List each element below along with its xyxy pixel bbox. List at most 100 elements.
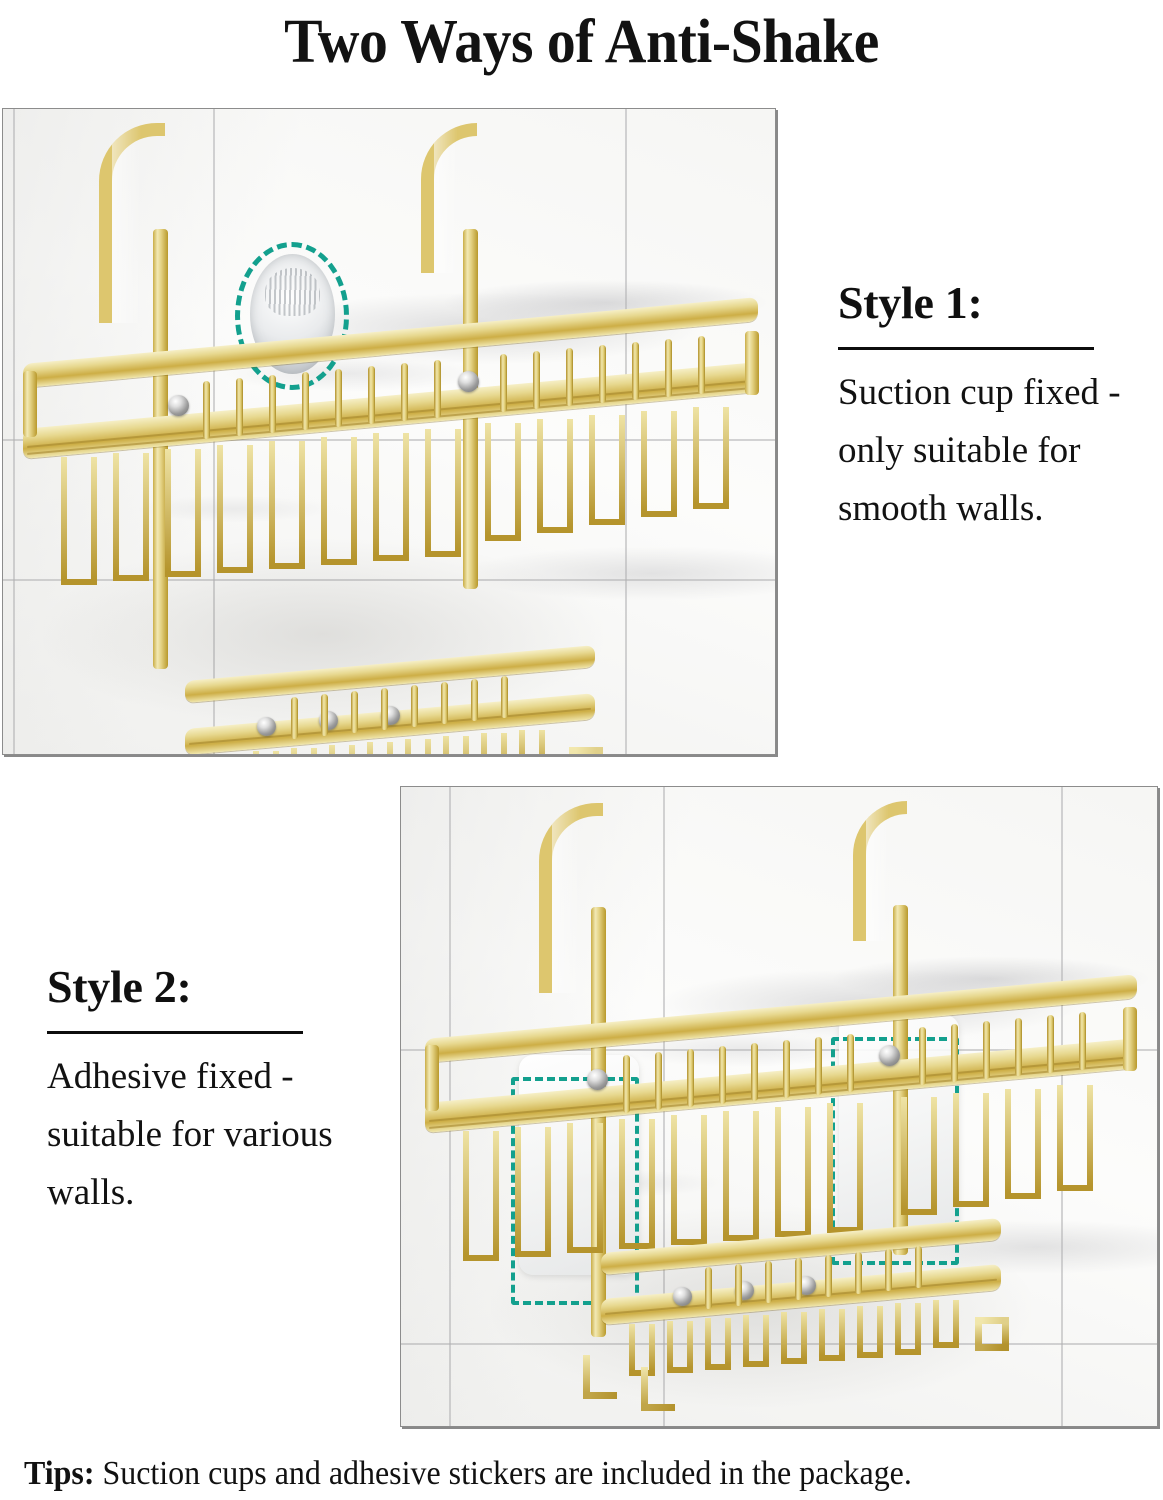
lower-basket-wire-u (481, 733, 507, 754)
lower-basket-slat (825, 1255, 832, 1297)
lower-basket-wire-u (895, 1303, 921, 1355)
basket-wire-u (373, 433, 409, 561)
lower-basket-wire-u (781, 1312, 807, 1364)
style2-description: Adhesive fixed - suitable for various wa… (47, 1056, 333, 1213)
basket-slat (401, 363, 408, 421)
lower-basket-slat (885, 1249, 892, 1291)
tips-footer: Tips: Suction cups and adhesive stickers… (24, 1452, 1077, 1496)
basket-wire-u (619, 1119, 655, 1249)
lower-basket-wire-u (405, 739, 431, 754)
basket-wire-u (671, 1115, 707, 1245)
basket-slat (302, 372, 309, 430)
basket-slat (632, 342, 639, 400)
lower-basket-wire-u (743, 1315, 769, 1367)
basket-wire-u (61, 457, 97, 585)
basket-slat (335, 369, 342, 427)
basket-slat (687, 1049, 694, 1107)
basket-wire-u (827, 1103, 863, 1233)
lower-basket-slat (501, 676, 508, 718)
lower-basket-slat (351, 691, 358, 733)
style1-description: Suction cup fixed - only suitable for sm… (838, 372, 1121, 529)
lower-basket-slat (915, 1246, 922, 1288)
lower-basket-wire-u (819, 1309, 845, 1361)
lower-basket-slat (441, 682, 448, 724)
basket-slat (434, 360, 441, 418)
lower-basket-slat (291, 697, 298, 739)
lower-basket-wire-u (519, 730, 545, 754)
basket-wire-u (321, 437, 357, 565)
basket-slat (1047, 1015, 1054, 1073)
style2-divider (47, 1031, 303, 1034)
basket-left-side (23, 371, 37, 437)
lower-basket-slat (321, 694, 328, 736)
tile-grout-line (625, 109, 627, 754)
basket-slat (236, 378, 243, 436)
basket-wire-u (165, 449, 201, 577)
basket-slat (1015, 1018, 1022, 1076)
mounting-screw (168, 395, 189, 416)
basket-slat (368, 366, 375, 424)
basket-slat (203, 381, 210, 439)
lower-basket-slat (735, 1264, 742, 1306)
hanging-hook (641, 1367, 675, 1411)
basket-right-side (1123, 1007, 1137, 1071)
mounting-screw (673, 1287, 692, 1306)
lower-basket-wire-u (291, 748, 317, 754)
basket-wire-u (269, 441, 305, 569)
basket-slat (655, 1052, 662, 1110)
basket-slat (951, 1024, 958, 1082)
basket-wire-u (901, 1097, 937, 1215)
basket-slat (623, 1055, 630, 1113)
basket-right-side (745, 331, 759, 395)
tile-grout-line (13, 109, 15, 754)
mounting-screw (879, 1045, 900, 1066)
basket-slat (847, 1034, 854, 1092)
basket-wire-u (1005, 1089, 1041, 1199)
style2-product-image (400, 786, 1158, 1427)
basket-slat (665, 339, 672, 397)
basket-wire-u (463, 1131, 499, 1261)
page-title: Two Ways of Anti-Shake (284, 8, 879, 76)
basket-wire-u (775, 1107, 811, 1237)
mounting-screw (587, 1069, 608, 1090)
lower-basket-wire-u (329, 745, 355, 754)
basket-slat (698, 336, 705, 394)
tile-grout-line (401, 1343, 1157, 1345)
lower-basket-slat (855, 1252, 862, 1294)
mounting-screw (257, 717, 276, 736)
lower-basket-wire-u (367, 742, 393, 754)
tile-grout-line (401, 1049, 1157, 1051)
basket-slat (500, 354, 507, 412)
lower-basket-wire-u (933, 1300, 959, 1348)
lower-basket-wire-u (705, 1318, 731, 1370)
basket-wire-u (485, 423, 521, 541)
basket-slat (783, 1040, 790, 1098)
suction-cup-highlight-circle (235, 242, 349, 390)
tips-label: Tips: (24, 1455, 95, 1492)
basket-slat (719, 1046, 726, 1104)
lower-basket-slat (471, 679, 478, 721)
basket-wire-u (113, 453, 149, 581)
style2-heading: Style 2: (47, 961, 192, 1012)
style2-text-block: Style 2: Adhesive fixed - suitable for v… (47, 962, 347, 1222)
basket-wire-u (425, 429, 461, 557)
lower-basket-wire-u (253, 751, 279, 754)
basket-slat (919, 1027, 926, 1085)
lower-basket-slat (795, 1258, 802, 1300)
tips-text: Suction cups and adhesive stickers are i… (94, 1455, 912, 1492)
lower-basket-slat (381, 688, 388, 730)
basket-slat (983, 1021, 990, 1079)
tile-grout-line (3, 579, 775, 581)
basket-slat (566, 348, 573, 406)
hanging-hook (583, 1355, 617, 1399)
basket-slat (815, 1037, 822, 1095)
style1-divider (838, 347, 1094, 350)
basket-slat (751, 1043, 758, 1101)
vertical-post-left (153, 229, 168, 669)
style1-text-block: Style 1: Suction cup fixed - only suitab… (838, 278, 1138, 538)
basket-wire-u (567, 1123, 603, 1253)
basket-slat (269, 375, 276, 433)
basket-slat (599, 345, 606, 403)
basket-wire-u (641, 411, 677, 517)
basket-slat (533, 351, 540, 409)
